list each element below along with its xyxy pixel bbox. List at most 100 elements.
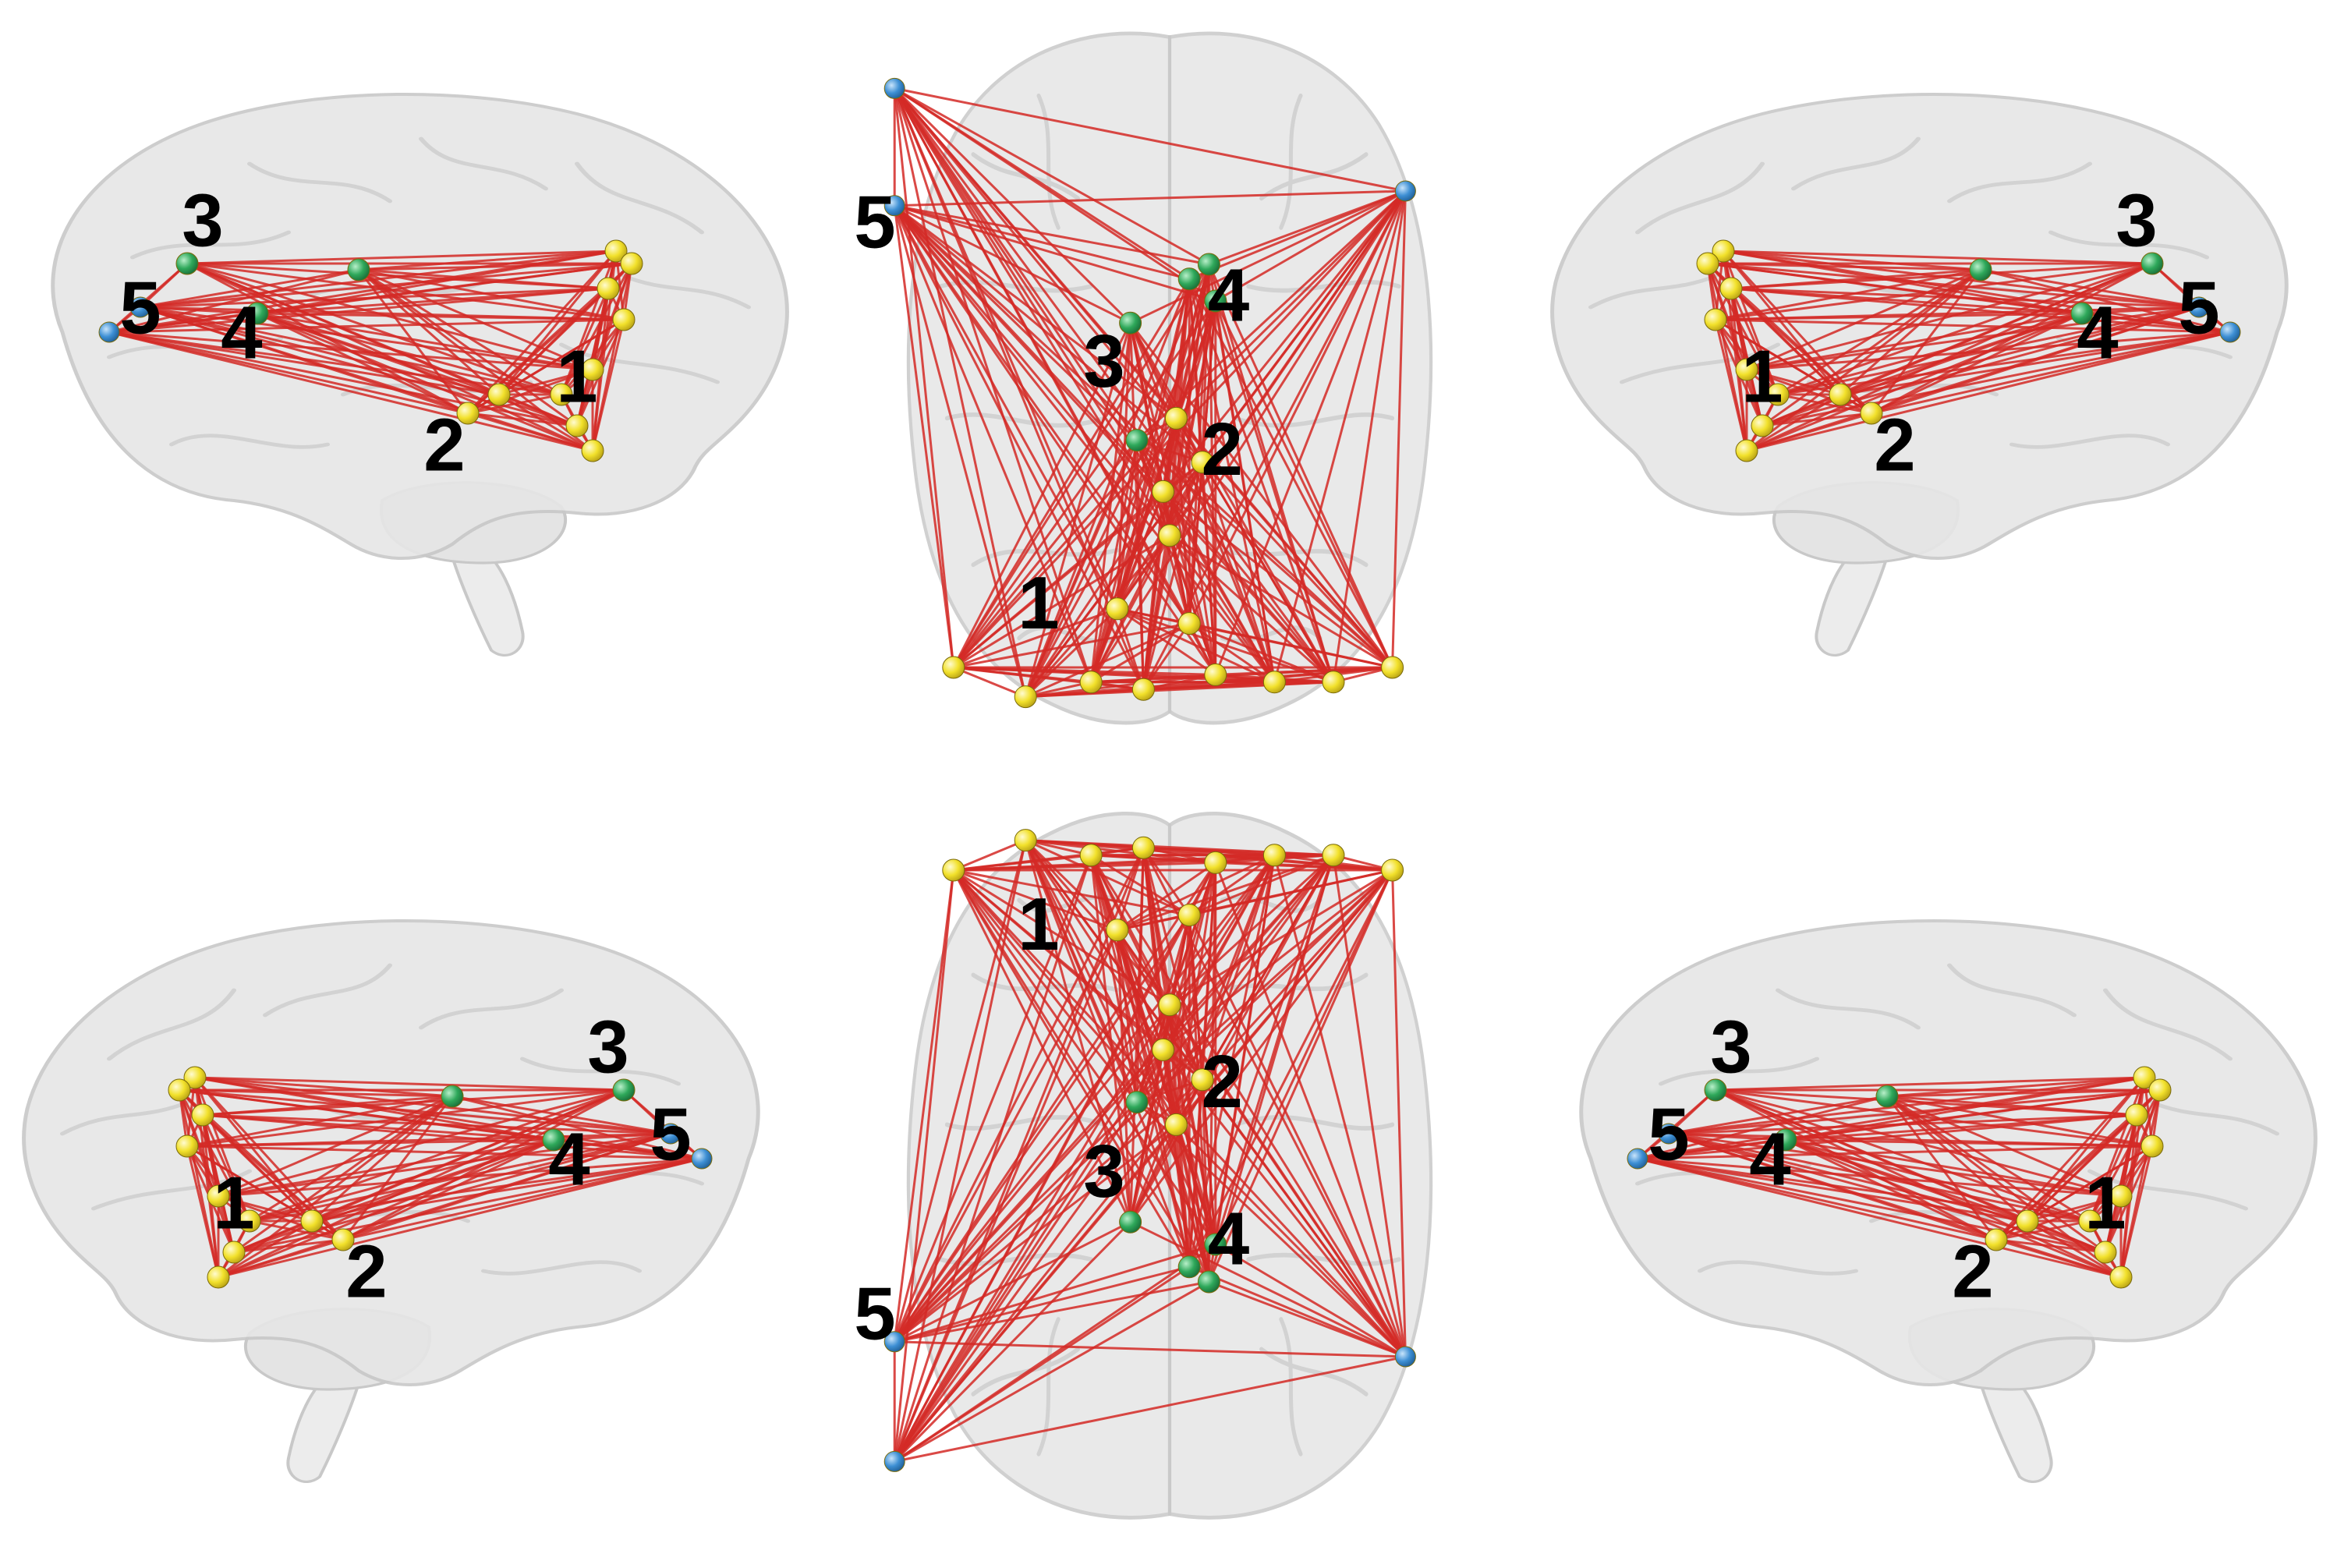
brain-silhouette xyxy=(1579,919,2318,1484)
network-edge xyxy=(1746,268,1981,371)
node-module-1 xyxy=(1322,844,1345,867)
network-edge xyxy=(1208,264,1393,668)
network-edge xyxy=(894,1355,1406,1463)
network-edge xyxy=(893,88,955,668)
node-module-5 xyxy=(1658,1123,1680,1145)
module-label-4: 4 xyxy=(548,1117,590,1201)
network-edge xyxy=(952,322,1131,668)
network-edge xyxy=(952,869,1177,1126)
network-edge xyxy=(467,412,593,452)
network-edge xyxy=(1214,300,1276,683)
network-edge xyxy=(186,250,617,265)
network-edge xyxy=(894,1124,1177,1343)
network-edge xyxy=(1715,1088,2153,1148)
network-edge xyxy=(894,1221,1131,1463)
node-module-4 xyxy=(1875,1085,1899,1108)
network-edge xyxy=(1168,535,1191,624)
network-edge xyxy=(358,262,632,271)
network-edge xyxy=(311,1088,625,1223)
network-edge xyxy=(1886,1095,2028,1223)
node-module-1 xyxy=(1704,308,1727,331)
network-edge xyxy=(894,1265,1190,1343)
node-module-1 xyxy=(1719,277,1743,300)
edge-group xyxy=(893,87,1407,699)
network-edge xyxy=(2027,1195,2122,1223)
network-edge xyxy=(894,1280,1210,1463)
network-edge xyxy=(1785,1088,2161,1141)
network-edge xyxy=(1188,278,1335,683)
network-edge xyxy=(2088,1145,2154,1222)
network-edge xyxy=(894,1280,1209,1343)
network-edge xyxy=(894,87,1131,324)
network-edge xyxy=(1089,855,1171,1006)
network-edge xyxy=(1116,929,1177,1125)
node-module-1 xyxy=(1381,656,1404,679)
network-edge xyxy=(1886,1095,2122,1279)
edge-group xyxy=(1637,1076,2162,1279)
edge-group xyxy=(1706,250,2231,452)
network-edge xyxy=(1391,869,1407,1357)
module-label-2: 2 xyxy=(345,1230,387,1313)
network-edge xyxy=(1332,190,1407,683)
node-module-5 xyxy=(98,321,120,343)
network-edge xyxy=(894,1243,1216,1343)
network-edge xyxy=(1785,1138,1997,1241)
network-edge xyxy=(1168,534,1276,683)
network-edge xyxy=(1995,1195,2122,1241)
network-edge xyxy=(894,1243,1216,1463)
node-module-1 xyxy=(183,1066,207,1089)
network-edge xyxy=(1089,535,1171,683)
network-edge xyxy=(953,534,1170,669)
network-edge xyxy=(1214,869,1393,1245)
network-edge xyxy=(218,1095,453,1279)
module-label-1: 1 xyxy=(1018,561,1059,645)
node-module-4 xyxy=(2070,302,2094,325)
network-edge xyxy=(894,87,1216,303)
network-edge xyxy=(591,319,625,451)
network-edge xyxy=(893,929,1119,1343)
network-edge xyxy=(952,278,1191,668)
network-edge xyxy=(1723,250,2153,265)
network-edge xyxy=(1214,855,1276,1245)
network-edge xyxy=(1142,622,1191,691)
network-edge xyxy=(1214,300,1393,668)
network-edge xyxy=(1129,322,1276,683)
network-edge xyxy=(1168,534,1335,683)
network-edge xyxy=(358,268,562,396)
network-edge xyxy=(233,1219,313,1254)
node-module-1 xyxy=(1131,678,1155,701)
network-edge xyxy=(1162,854,1335,1051)
network-edge xyxy=(1162,490,1217,675)
network-edge xyxy=(1143,673,1216,691)
network-edge xyxy=(1785,1138,2122,1279)
node-module-1 xyxy=(1262,671,1286,694)
network-edge xyxy=(1188,854,1276,916)
network-edge xyxy=(1090,854,1190,916)
node-module-1 xyxy=(1079,671,1103,694)
network-edge xyxy=(894,204,1216,303)
node-module-5 xyxy=(2219,321,2241,343)
network-edge xyxy=(893,869,955,1342)
network-edge xyxy=(1214,190,1407,675)
node-module-2 xyxy=(1164,406,1188,430)
node-module-4 xyxy=(1197,1270,1220,1294)
network-edge xyxy=(1886,1088,2161,1098)
network-edge xyxy=(179,1088,453,1098)
network-edge xyxy=(1637,1157,2106,1254)
network-edge xyxy=(1722,250,1842,395)
network-edge xyxy=(218,1157,703,1279)
network-edge xyxy=(2088,1077,2146,1222)
module-label-5: 5 xyxy=(854,180,895,264)
network-edge xyxy=(357,269,469,414)
node-module-2 xyxy=(1164,1113,1188,1136)
network-edge xyxy=(1715,312,2083,321)
module-label-2: 2 xyxy=(1874,403,1915,487)
network-edge xyxy=(233,1238,344,1254)
network-edge xyxy=(952,264,1210,668)
network-edge xyxy=(560,263,633,395)
network-edge xyxy=(218,1219,313,1279)
